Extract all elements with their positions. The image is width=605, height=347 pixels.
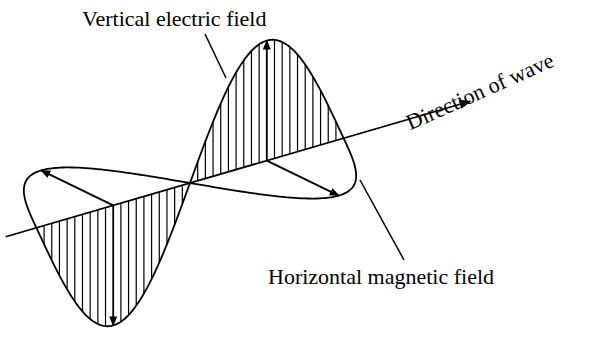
hatch-line xyxy=(136,199,137,306)
leader-line xyxy=(360,180,404,260)
hatch-line xyxy=(259,44,260,163)
magnetic-vector xyxy=(41,170,113,205)
leader-line xyxy=(205,34,226,78)
hatch-line xyxy=(282,42,283,156)
wave-axis xyxy=(6,101,471,237)
hatch-line xyxy=(305,65,306,150)
hatch-line xyxy=(228,87,229,172)
hatch-line xyxy=(251,51,252,165)
hatch-line xyxy=(90,212,91,319)
magnetic-vector xyxy=(267,161,339,196)
direction-label: Direction of wave xyxy=(403,49,557,134)
hatch-line xyxy=(243,60,244,167)
hatch-line xyxy=(159,192,160,263)
hatch-line xyxy=(235,72,236,169)
hatch-line xyxy=(97,210,98,324)
hatch-line xyxy=(328,106,329,143)
hatch-line xyxy=(220,104,221,175)
hatch-line xyxy=(274,40,275,159)
field-label: Vertical electric field xyxy=(82,8,266,30)
hatch-line xyxy=(82,214,83,311)
hatch-line xyxy=(51,223,52,260)
hatch-line xyxy=(143,196,144,293)
hatch-line xyxy=(297,55,298,152)
hatch-line xyxy=(312,77,313,148)
hatch-line xyxy=(74,217,75,302)
hatch-line xyxy=(320,90,321,144)
hatch-line xyxy=(128,201,129,315)
hatch-line xyxy=(59,221,60,275)
hatch-line xyxy=(151,194,152,279)
field-label: Horizontal magnetic field xyxy=(268,266,494,288)
hatch-line xyxy=(212,122,213,176)
electric-vector xyxy=(112,205,114,325)
hatch-line xyxy=(174,187,175,224)
hatch-line xyxy=(205,141,206,178)
hatch-line xyxy=(67,219,68,290)
electric-vector xyxy=(266,41,268,161)
hatch-line xyxy=(120,203,121,322)
hatch-line xyxy=(166,190,167,244)
hatch-line xyxy=(105,208,106,327)
hatch-line xyxy=(289,47,290,154)
